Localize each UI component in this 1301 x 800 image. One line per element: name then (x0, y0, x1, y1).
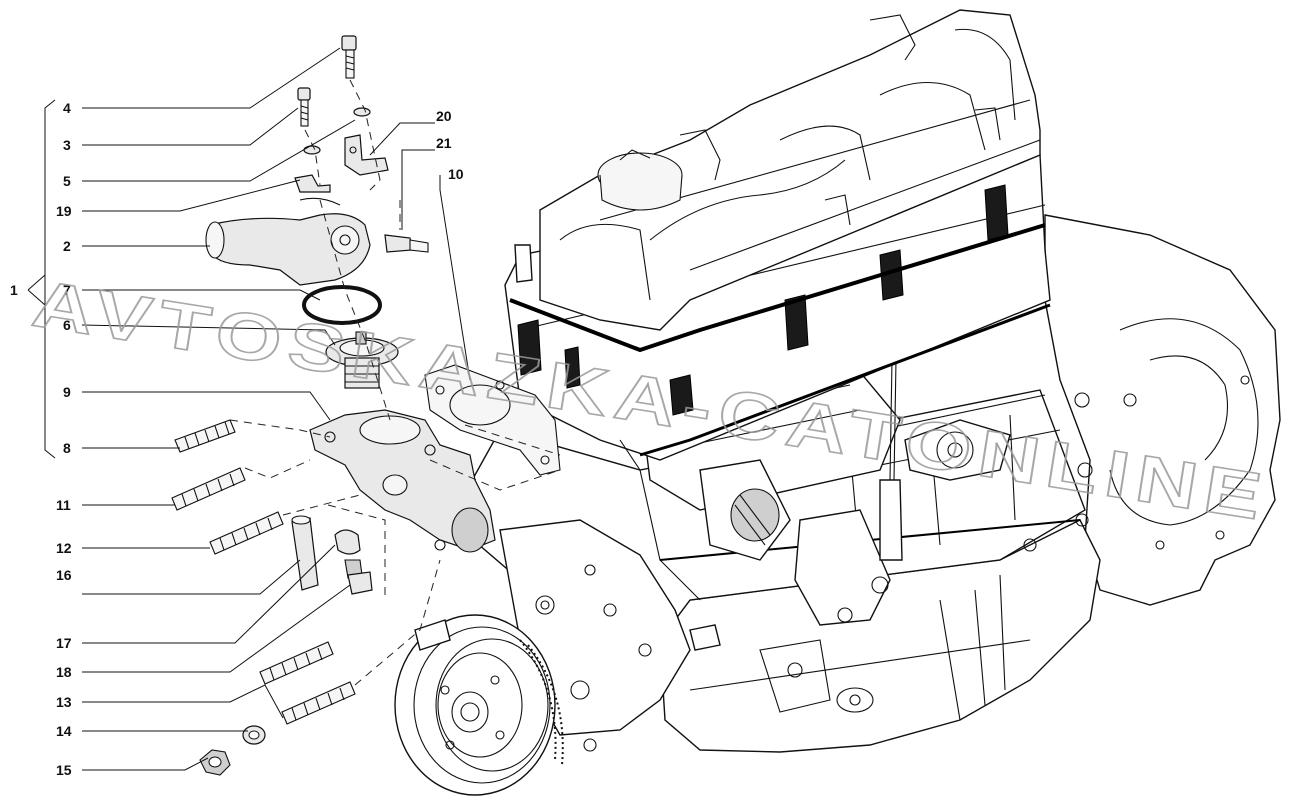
part-bolt-4 (341, 35, 357, 79)
callout-6: 6 (63, 317, 71, 333)
part-fitting-21 (384, 234, 429, 253)
flywheel-housing (1044, 214, 1281, 606)
port-1 (784, 294, 809, 351)
part-plate-19 (294, 174, 331, 193)
callout-17: 17 (56, 635, 72, 651)
callout-12: 12 (56, 540, 72, 556)
callout-14: 14 (56, 723, 72, 739)
callout-7: 7 (63, 282, 71, 298)
leader-lines (27, 47, 471, 771)
part-thermostat-housing-9 (309, 409, 496, 553)
part-bracket-20 (344, 134, 389, 176)
callout-13: 13 (56, 694, 72, 710)
part-thermostat-cover-2 (205, 197, 371, 286)
part-gasket-10 (424, 364, 561, 476)
callout-18: 18 (56, 664, 72, 680)
callout-21: 21 (436, 135, 452, 151)
port-5 (669, 374, 694, 416)
part-stud-13b (281, 681, 356, 725)
assembly-dashed-lines (229, 79, 561, 686)
callout-15: 15 (56, 762, 72, 778)
callout-4: 4 (63, 100, 71, 116)
part-clamp-18 (334, 529, 363, 579)
callout-9: 9 (63, 384, 71, 400)
callout-11: 11 (56, 497, 71, 513)
part-stud-12 (209, 511, 284, 555)
callout-2: 2 (63, 238, 71, 254)
callout-5: 5 (63, 173, 71, 189)
part-stud-8 (174, 419, 236, 453)
part-o-ring-7 (302, 285, 382, 325)
callout-3: 3 (63, 137, 71, 153)
callout-10: 10 (448, 166, 464, 182)
washer-a (353, 107, 371, 117)
port-2 (879, 249, 904, 301)
crankshaft-pulley (394, 614, 564, 796)
engine-assembly (394, 9, 1281, 796)
callout-1: 1 (10, 282, 18, 298)
part-sleeve-16 (291, 515, 319, 591)
port-3 (984, 184, 1009, 241)
part-stud-11 (171, 467, 246, 511)
part-stud-13a (259, 641, 334, 685)
callout-19: 19 (56, 203, 72, 219)
part-bolt-17 (347, 571, 373, 595)
port-4 (517, 319, 542, 376)
callout-8: 8 (63, 440, 71, 456)
part-nut-15 (199, 749, 231, 776)
exploded-parts (171, 35, 561, 776)
part-thermostat-6 (325, 331, 399, 389)
callout-20: 20 (436, 108, 452, 124)
washer-b (303, 145, 321, 155)
callout-16: 16 (56, 567, 72, 583)
valve-cover (539, 9, 1041, 331)
part-bolt-3 (297, 87, 311, 127)
callout-labels: 1 2 3 4 5 6 7 8 9 10 11 12 13 14 15 16 1… (10, 100, 464, 778)
